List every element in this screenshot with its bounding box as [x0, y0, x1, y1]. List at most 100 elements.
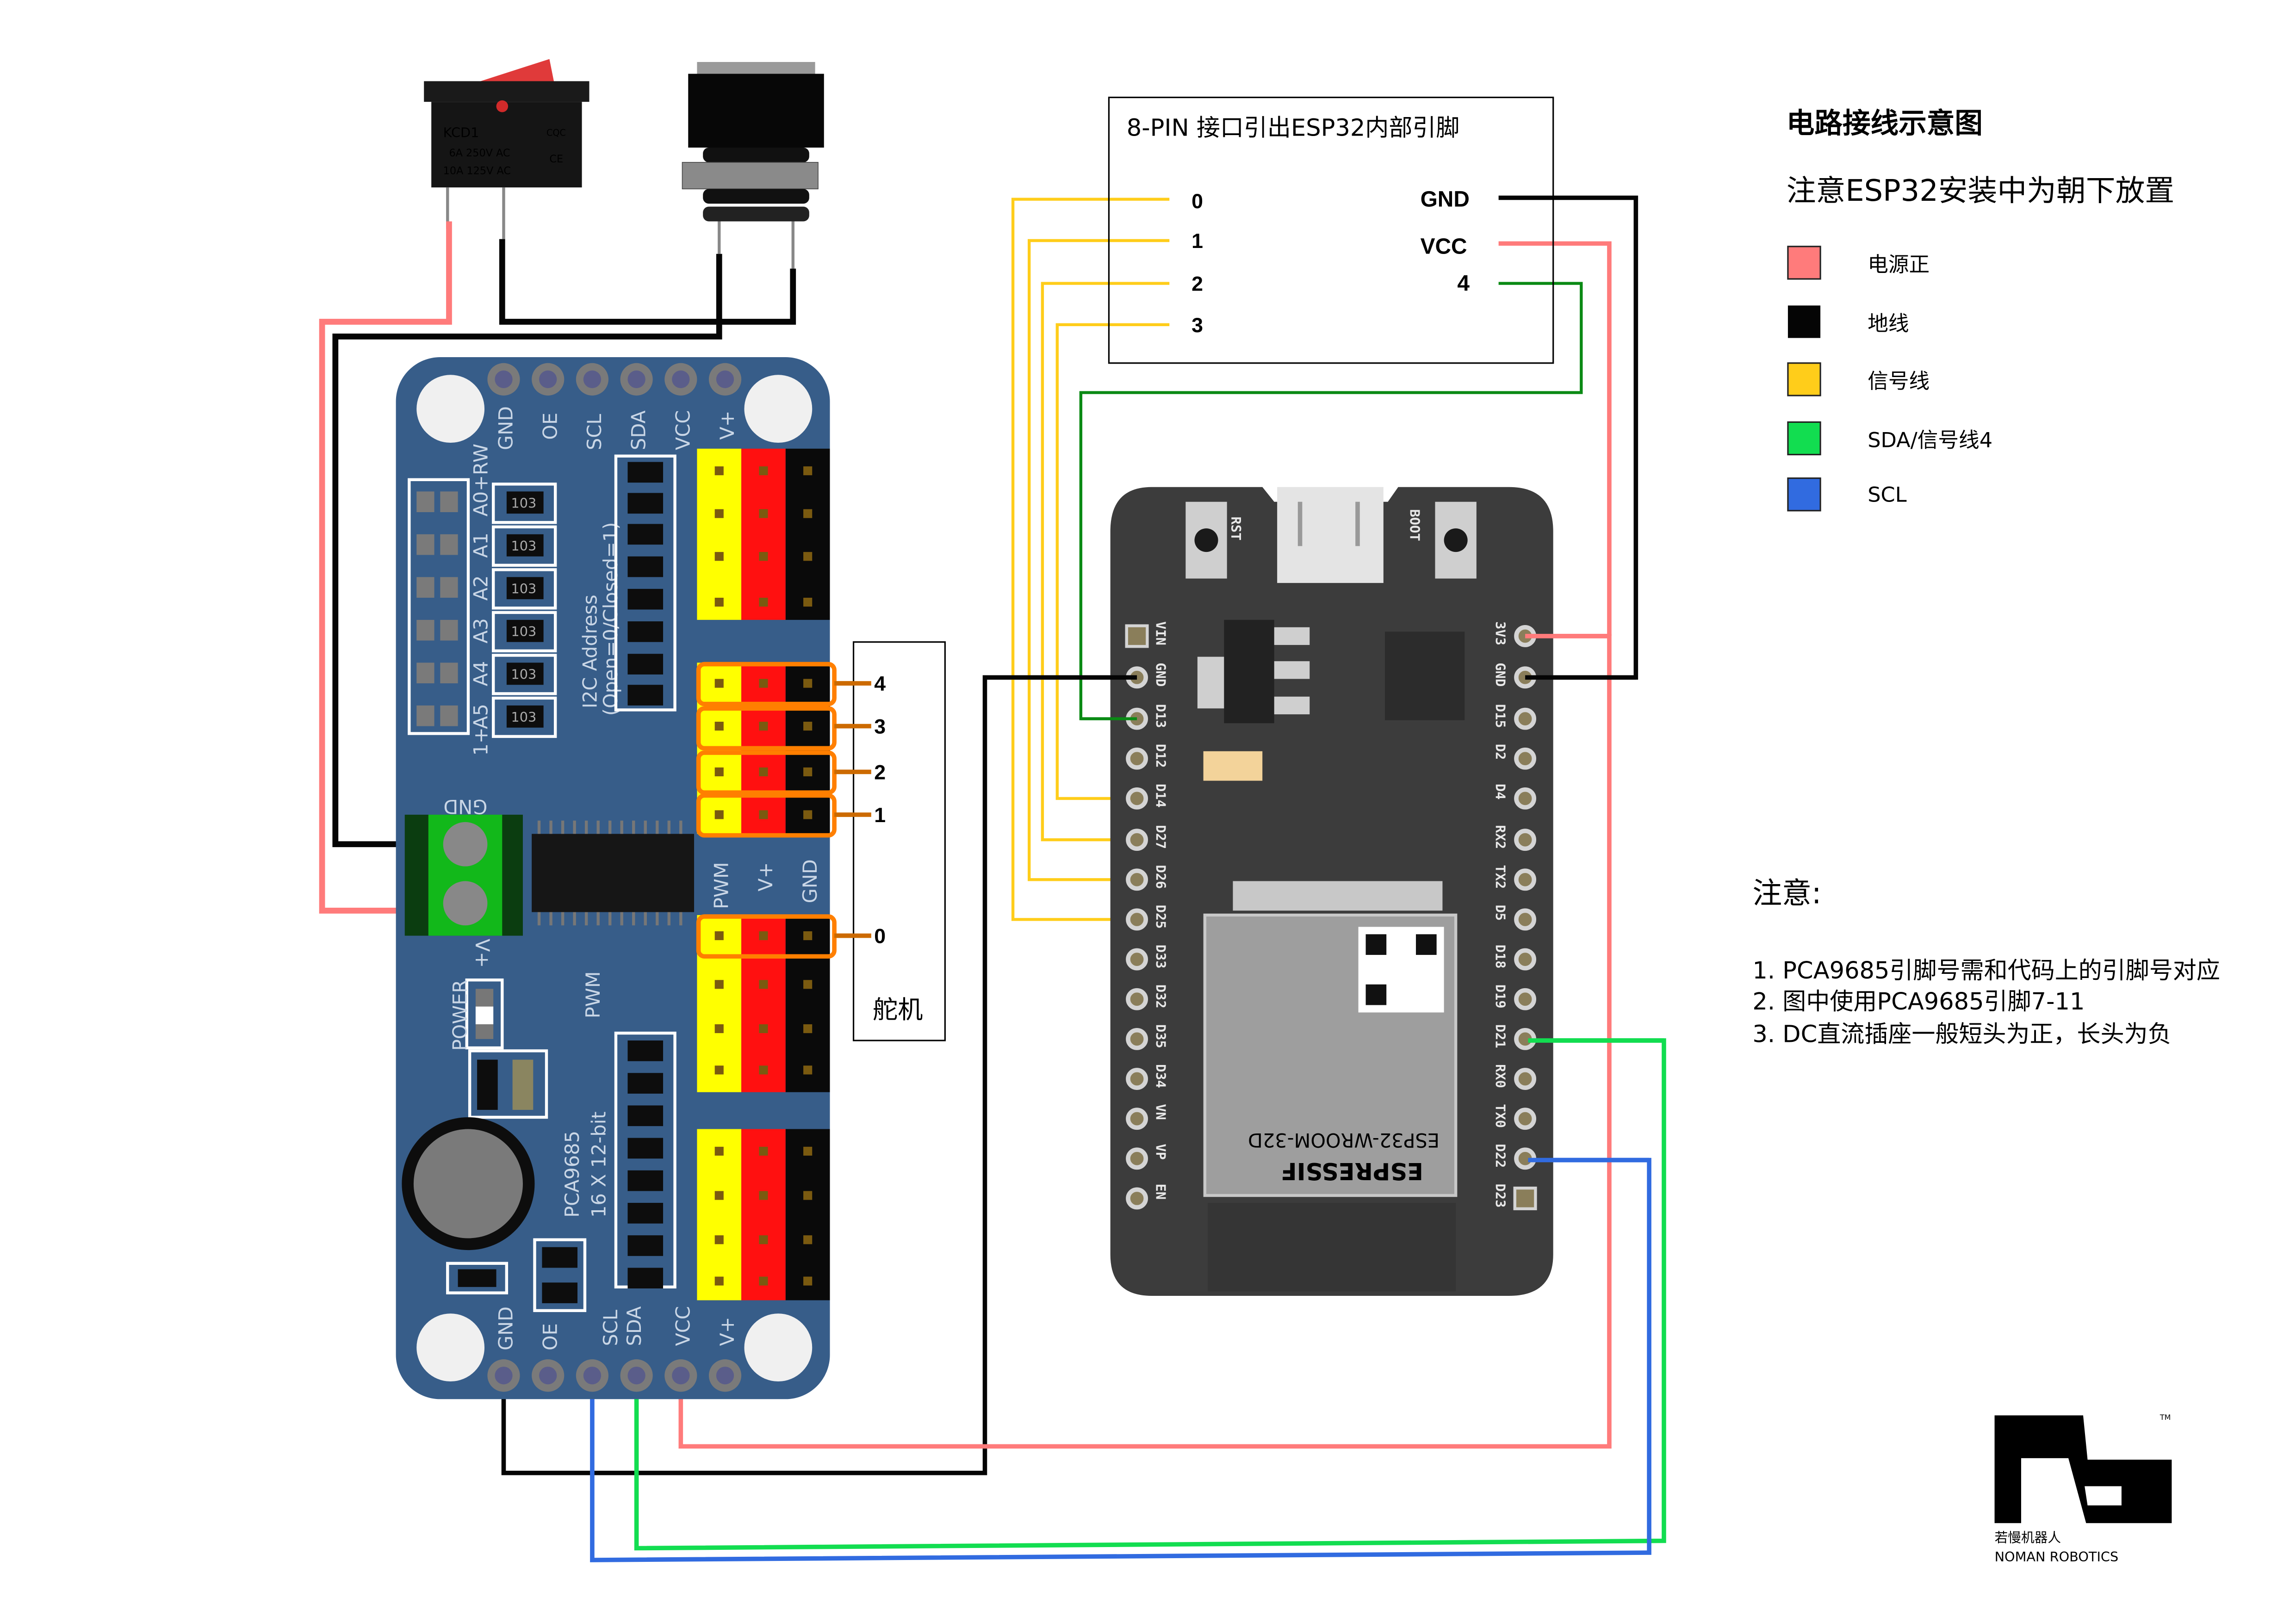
power-terminal: GND V+ [404, 795, 523, 968]
dc-jack-pin-long [791, 221, 794, 269]
mount-hole [416, 375, 485, 443]
servo-label: 舵机 [873, 995, 923, 1024]
legend-subtitle: 注意ESP32安装中为朝下放置 [1787, 174, 2174, 208]
switch-rating-2: 10A 125V AC [443, 165, 511, 177]
esp32-left-pin-label: VP [1153, 1144, 1169, 1160]
usb-serial-chip [1385, 631, 1465, 720]
wire-8pin-3-to-d14 [1055, 323, 1170, 800]
pca-top-pin-sda: SDA [628, 410, 650, 450]
esp32-right-pin-label: D21 [1492, 1024, 1508, 1048]
logo-en: NOMAN ROBOTICS [1995, 1549, 2119, 1565]
dc-jack-cap [697, 62, 815, 74]
esp32-left-pin-label: D32 [1153, 984, 1169, 1009]
chip-name-label: PCA9685 [561, 1131, 583, 1218]
resistor-code: 103 [511, 495, 536, 511]
power-label: POWER [449, 980, 472, 1051]
dc-jack-pin-short [718, 221, 721, 254]
esp32-right-pin-label: TX2 [1492, 865, 1508, 889]
terminal-label-gnd: GND [443, 795, 487, 817]
eight-pin-left-3: 3 [1191, 314, 1203, 337]
esp32-right-pin-label: D15 [1492, 704, 1508, 728]
esp32-left-pin-label: VN [1153, 1104, 1169, 1120]
addr-label-a4: A4 [470, 661, 492, 687]
note-line-3: 3. DC直流插座一般短头为正，长头为负 [1752, 1021, 2171, 1048]
servo-label-box: 4 3 2 1 0 舵机 [852, 641, 946, 1041]
mount-hole [744, 375, 813, 443]
resistor-code: 103 [511, 709, 536, 725]
addr-label-a3: A3 [470, 618, 492, 644]
logo-mark [1994, 1415, 2172, 1523]
eight-pin-left-2: 2 [1191, 272, 1203, 295]
esp32-right-pin-label: D19 [1492, 984, 1508, 1009]
terminal-label-vplus: V+ [471, 939, 493, 968]
esp32-right-pin-label: RX2 [1492, 825, 1508, 849]
addr-label-1plus: 1+ [470, 727, 492, 755]
esp32-left-pin-label: D26 [1153, 865, 1169, 889]
eight-pin-box: 8-PIN 接口引出ESP32内部引脚 0 1 2 3 GND VCC 4 [1108, 96, 1554, 364]
esp32-right-pin-label: TX0 [1492, 1104, 1508, 1128]
esp32-left-pin-label: D25 [1153, 905, 1169, 929]
antenna [1208, 1202, 1456, 1292]
esp32-left-pin-label: D14 [1153, 784, 1169, 808]
note-line-2: 2. 图中使用PCA9685引脚7-11 [1752, 988, 2085, 1015]
servo-channel-2: 2 [874, 761, 886, 784]
notes: 注意: 1. PCA9685引脚号需和代码上的引脚号对应 2. 图中使用PCA9… [1752, 876, 2220, 1048]
legend-swatch-scl [1787, 477, 1821, 512]
header-label-pwm: PWM [710, 862, 732, 909]
legend-label-scl: SCL [1868, 483, 1907, 507]
note-line-1: 1. PCA9685引脚号需和代码上的引脚号对应 [1752, 957, 2220, 984]
pca-bottom-pin-scl: SCL [600, 1310, 622, 1346]
address-jumper-block [408, 478, 470, 735]
power-led-frame [465, 978, 504, 1050]
servo-channel-4: 4 [874, 673, 886, 695]
eight-pin-right-gnd: GND [1421, 187, 1470, 212]
rocker-switch: KCD1 6A 250V AC 10A 125V AC CQC CE [424, 59, 590, 239]
legend: 电路接线示意图 注意ESP32安装中为朝下放置 电源正 地线 信号线 SDA/信… [1787, 107, 2174, 512]
noman-robotics-logo: TM 若慢机器人 NOMAN ROBOTICS [1994, 1413, 2172, 1565]
dc-jack-barrel [688, 74, 824, 148]
esp32-right-pin-label: 3V3 [1492, 621, 1508, 645]
resistor-code: 103 [511, 581, 536, 596]
addr-label-a5: A5 [470, 704, 492, 729]
switch-pin-2 [502, 187, 505, 239]
i2c-address-subtitle: (Open=0/Closed=1) [600, 522, 622, 716]
pca-bottom-pin-vcc: VCC [672, 1306, 694, 1346]
esp32-left-pin-label: VIN [1153, 621, 1169, 645]
esp32-left-pin-label: D34 [1153, 1064, 1169, 1088]
wire-8pin-vcc-to-3v3 [1498, 241, 1612, 636]
module-pads [1233, 881, 1443, 911]
usb-port [1277, 487, 1384, 583]
esp32-left-pin-label: D27 [1153, 825, 1169, 849]
esp32-board: RST BOOT ESP32-WROOM-32D ESPRESSIF [1110, 487, 1553, 1296]
switch-indicator-dot [496, 100, 509, 112]
pca-bottom-pin-vplus: V+ [716, 1317, 738, 1346]
pca-bottom-pins: GND OE SCL SDA VCC V+ [487, 1306, 742, 1392]
esp32-left-pin-label: D35 [1153, 1024, 1169, 1048]
esp32-right-pin-label: D23 [1492, 1184, 1508, 1208]
eight-pin-left-0: 0 [1191, 190, 1203, 213]
pca-bottom-pin-sda: SDA [623, 1306, 645, 1346]
legend-swatch-ground [1787, 305, 1821, 338]
header-label-vplus: V+ [755, 862, 777, 891]
legend-label-ground: 地线 [1868, 312, 1909, 336]
wire-8pin-0-to-d25 [1011, 198, 1170, 921]
eight-pin-right-4: 4 [1457, 271, 1470, 296]
wire-switch-to-jack [499, 239, 796, 325]
esp32-right-pin-label: D22 [1492, 1144, 1508, 1168]
esp32-left-pin-label: D33 [1153, 945, 1169, 969]
logo-cn: 若慢机器人 [1995, 1530, 2061, 1546]
servo-channel-0: 0 [874, 925, 886, 948]
legend-title: 电路接线示意图 [1787, 107, 1983, 140]
eight-pin-left-1: 1 [1191, 230, 1203, 253]
esp32-left-pin-label: EN [1153, 1184, 1169, 1200]
legend-label-power: 电源正 [1868, 253, 1930, 277]
esp32-left-pins [1125, 624, 1149, 1210]
pca-top-pin-gnd: GND [495, 406, 517, 450]
servo-channel-1: 1 [874, 804, 886, 827]
servo-channel-3: 3 [874, 716, 886, 738]
eight-pin-right-vcc: VCC [1421, 235, 1467, 259]
esp32-right-pin-label: GND [1492, 662, 1508, 687]
switch-model: KCD1 [443, 125, 479, 141]
voltage-regulator [1224, 619, 1274, 724]
rst-label: RST [1228, 517, 1244, 541]
